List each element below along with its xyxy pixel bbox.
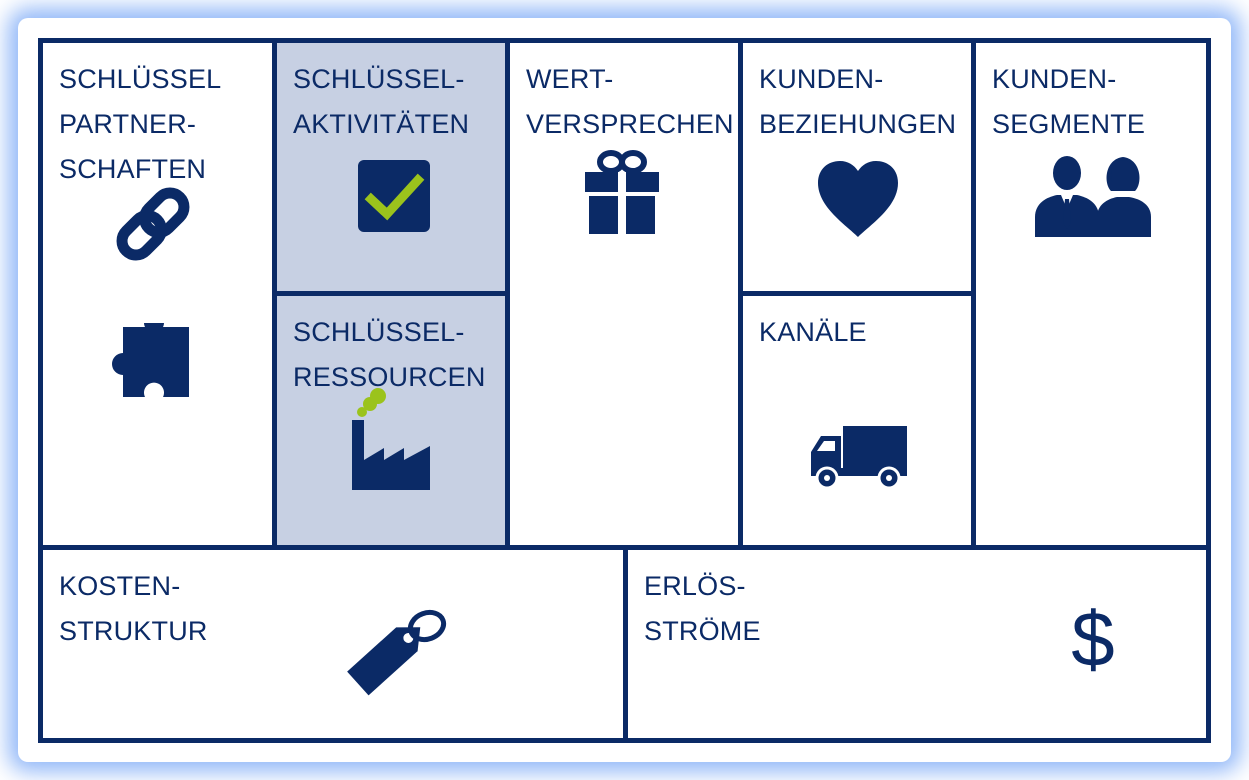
cell-cost-structure: KOSTEN- STRUKTUR xyxy=(43,550,623,738)
revenue-streams-line-2: STRÖME xyxy=(644,616,761,646)
price-tag-icon xyxy=(339,602,451,698)
customer-segments-title: KUNDEN- SEGMENTE xyxy=(992,57,1145,147)
customer-relationships-line-1: KUNDEN- xyxy=(759,64,884,94)
cell-revenue-streams: ERLÖS- STRÖME $ xyxy=(628,550,1206,738)
key-activities-line-2: AKTIVITÄTEN xyxy=(293,109,470,139)
key-resources-line-2: RESSOURCEN xyxy=(293,362,486,392)
business-model-canvas: SCHLÜSSEL PARTNER- SCHAFTEN SCHLÜSSEL- xyxy=(38,38,1211,743)
customer-segments-line-2: SEGMENTE xyxy=(992,109,1146,139)
key-partners-line-2: PARTNER- xyxy=(59,109,197,139)
heart-icon xyxy=(816,159,900,239)
truck-icon xyxy=(809,424,909,490)
revenue-streams-title: ERLÖS- STRÖME xyxy=(644,564,761,654)
value-proposition-line-1: WERT- xyxy=(526,64,614,94)
key-partners-line-3: SCHAFTEN xyxy=(59,154,207,184)
cell-key-resources: SCHLÜSSEL- RESSOURCEN xyxy=(277,296,505,545)
key-resources-line-1: SCHLÜSSEL- xyxy=(293,317,465,347)
cell-customer-relationships: KUNDEN- BEZIEHUNGEN xyxy=(743,43,971,291)
value-proposition-line-2: VERSPRECHEN xyxy=(526,109,734,139)
chain-link-icon xyxy=(107,178,199,270)
key-resources-title: SCHLÜSSEL- RESSOURCEN xyxy=(293,310,486,400)
cell-customer-segments: KUNDEN- SEGMENTE xyxy=(976,43,1206,545)
cell-key-activities: SCHLÜSSEL- AKTIVITÄTEN xyxy=(277,43,505,291)
cell-key-partners: SCHLÜSSEL PARTNER- SCHAFTEN xyxy=(43,43,272,545)
puzzle-piece-icon xyxy=(105,323,197,403)
cost-structure-line-1: KOSTEN- xyxy=(59,571,181,601)
cost-structure-line-2: STRUKTUR xyxy=(59,616,208,646)
cost-structure-title: KOSTEN- STRUKTUR xyxy=(59,564,208,654)
checkbox-icon xyxy=(358,160,430,232)
cell-channels: KANÄLE xyxy=(743,296,971,545)
value-proposition-title: WERT- VERSPRECHEN xyxy=(526,57,734,147)
customer-relationships-title: KUNDEN- BEZIEHUNGEN xyxy=(759,57,956,147)
dollar-icon: $ xyxy=(1071,595,1115,683)
revenue-streams-line-1: ERLÖS- xyxy=(644,571,746,601)
gift-icon xyxy=(585,148,659,236)
channels-title: KANÄLE xyxy=(759,310,867,355)
key-partners-line-1: SCHLÜSSEL xyxy=(59,64,222,94)
key-activities-title: SCHLÜSSEL- AKTIVITÄTEN xyxy=(293,57,469,147)
customer-segments-line-1: KUNDEN- xyxy=(992,64,1117,94)
factory-icon xyxy=(350,382,432,492)
customer-relationships-line-2: BEZIEHUNGEN xyxy=(759,109,957,139)
people-icon xyxy=(1033,153,1155,239)
channels-line-1: KANÄLE xyxy=(759,317,867,347)
key-activities-line-1: SCHLÜSSEL- xyxy=(293,64,465,94)
key-partners-title: SCHLÜSSEL PARTNER- SCHAFTEN xyxy=(59,57,221,192)
cell-value-proposition: WERT- VERSPRECHEN xyxy=(510,43,738,545)
